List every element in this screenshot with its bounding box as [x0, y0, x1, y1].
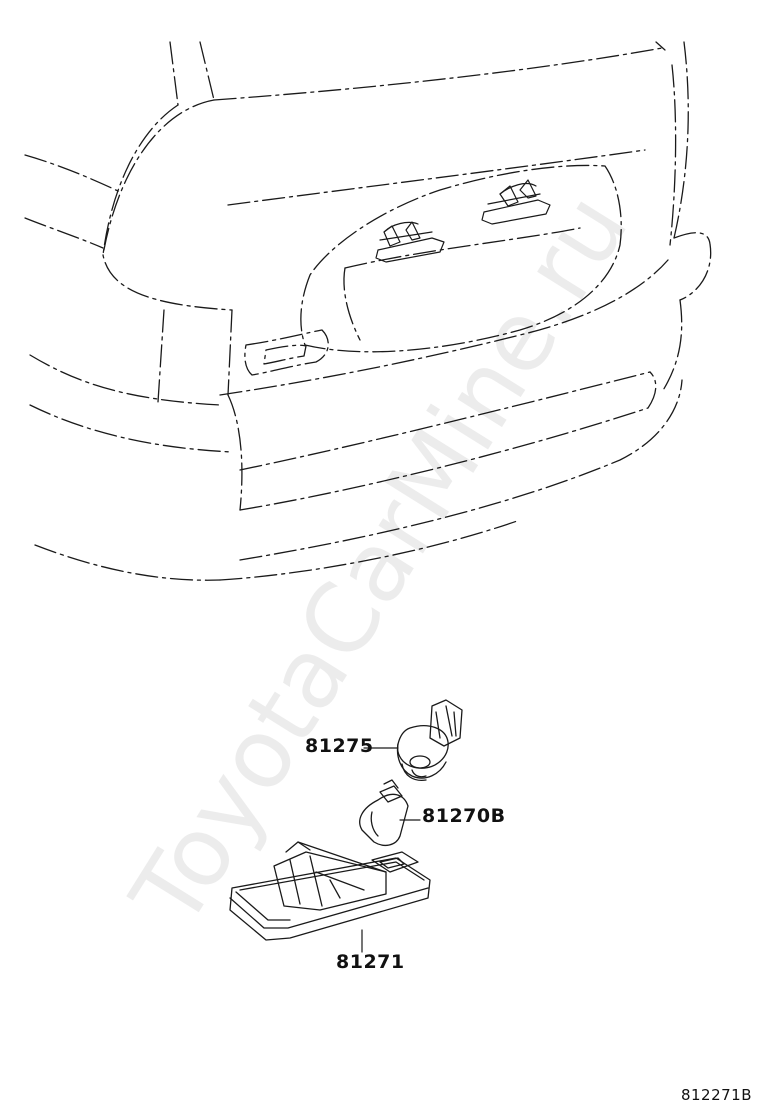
part-number-81275[interactable]: 81275 — [305, 735, 374, 757]
lamp-housing-part-illustration — [229, 841, 431, 941]
vehicle-license-lamps — [375, 179, 551, 263]
vehicle-body-outline — [24, 41, 712, 581]
diagram-id-label: 812271B — [680, 1086, 752, 1104]
part-number-81270b[interactable]: 81270B — [422, 805, 506, 827]
bulb-part-illustration — [359, 779, 409, 847]
socket-part-illustration — [396, 699, 463, 782]
part-number-81271[interactable]: 81271 — [336, 951, 405, 973]
leader-lines — [361, 747, 421, 953]
